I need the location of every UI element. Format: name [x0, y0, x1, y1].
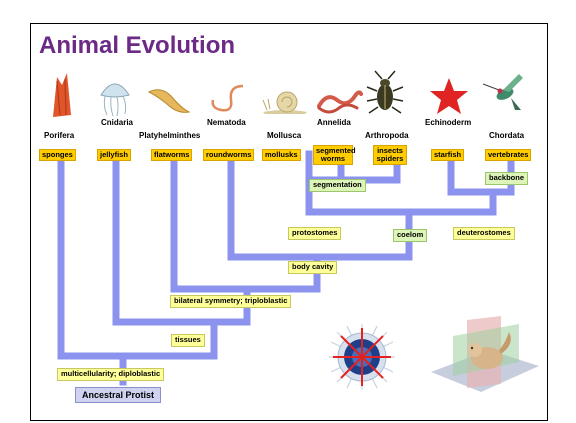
- trait-coelom: coelom: [393, 229, 427, 242]
- hummingbird-icon: [479, 70, 527, 114]
- snail-icon: [261, 86, 309, 116]
- trait-protostomes: protostomes: [288, 227, 341, 240]
- earthworm-icon: [317, 86, 363, 116]
- common-name-roundworms: roundworms: [203, 149, 254, 161]
- phylum-label-annelida: Annelida: [317, 118, 351, 127]
- trait-multicellularity: multicellularity; diploblastic: [57, 368, 164, 381]
- beetle-icon: [365, 69, 405, 117]
- jellyfish-icon: [97, 79, 133, 117]
- common-name-vertebrates: vertebrates: [485, 149, 531, 161]
- phylum-label-echinoderm: Echinoderm: [425, 118, 471, 127]
- trait-segmentation: segmentation: [309, 179, 366, 192]
- phylum-label-platyhelminthes: Platyhelminthes: [139, 131, 200, 140]
- common-name-sponges: sponges: [39, 149, 76, 161]
- starfish-icon: [429, 76, 469, 116]
- common-name-jellyfish: jellyfish: [97, 149, 131, 161]
- phylum-label-cnidaria: Cnidaria: [101, 118, 133, 127]
- common-name-mollusks: mollusks: [262, 149, 301, 161]
- phylum-label-chordata: Chordata: [489, 131, 524, 140]
- phylum-label-porifera: Porifera: [44, 131, 74, 140]
- common-name-flatworms: flatworms: [151, 149, 192, 161]
- branch-platyhelminthes: [174, 154, 247, 289]
- phylum-label-mollusca: Mollusca: [267, 131, 301, 140]
- trait-bilateral-symmetry: bilateral symmetry; triploblastic: [170, 295, 291, 308]
- phylum-label-arthropoda: Arthropoda: [365, 131, 409, 140]
- trait-tissues: tissues: [171, 334, 205, 347]
- trait-body-cavity: body cavity: [288, 261, 337, 274]
- flatworm-icon: [147, 86, 191, 116]
- phylum-label-nematoda: Nematoda: [207, 118, 246, 127]
- radial-symmetry-icon: [327, 322, 397, 392]
- sponge-icon: [47, 71, 77, 119]
- bilateral-symmetry-icon: [429, 314, 541, 394]
- trait-deuterostomes: deuterostomes: [453, 227, 515, 240]
- common-name-insects-spiders: insects spiders: [373, 145, 407, 165]
- trait-backbone: backbone: [485, 172, 528, 185]
- roundworm-icon: [207, 82, 247, 116]
- common-name-starfish: starfish: [431, 149, 464, 161]
- ancestral-protist-label: Ancestral Protist: [75, 387, 161, 403]
- slide: Animal Evolution: [30, 23, 548, 421]
- branch-nematoda: [231, 154, 317, 257]
- common-name-segmented-worms: segmented worms: [313, 145, 353, 165]
